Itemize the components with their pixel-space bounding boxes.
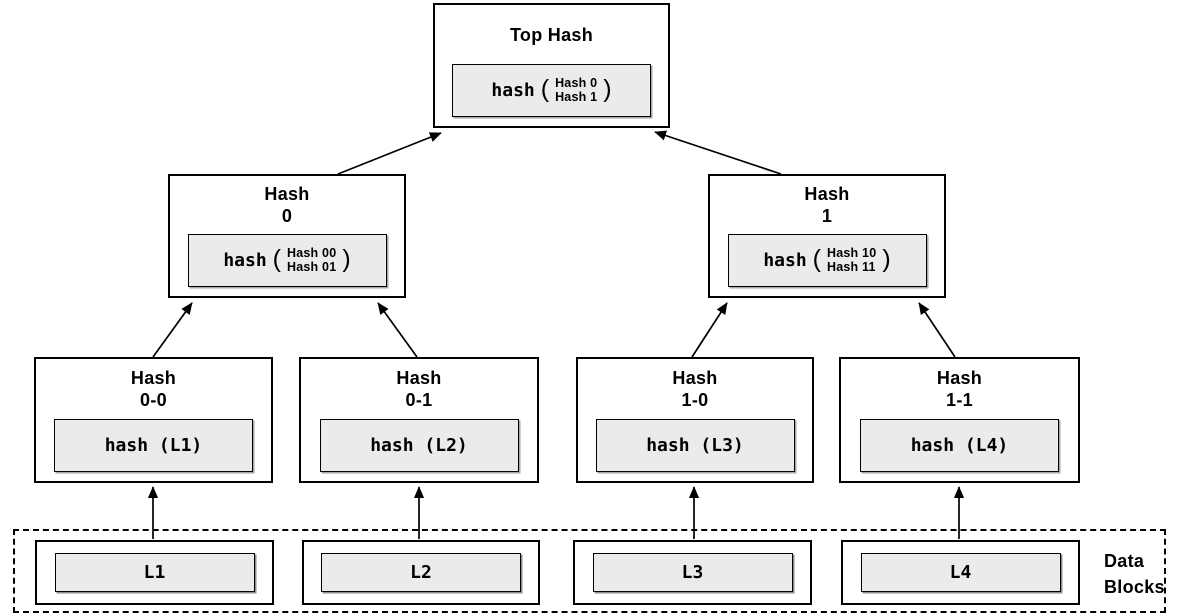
node-title-text: Hash xyxy=(396,368,442,388)
node-title-text: Hash xyxy=(264,184,310,204)
node-hash-1-function-box: hash ( Hash 10 Hash 11 ) xyxy=(727,234,927,287)
node-title-text: Hash xyxy=(936,368,983,388)
node-hash-1-0-title: Hash 1-0 xyxy=(672,359,717,419)
node-subtitle-text: 0 xyxy=(281,206,293,226)
hash-arg: Hash 0 xyxy=(555,76,598,90)
data-block-l4-inner: L4 xyxy=(860,553,1061,592)
node-hash-1-title: Hash 1 xyxy=(804,176,849,234)
hash-args: Hash 10 Hash 11 xyxy=(827,246,877,274)
node-hash-1-0: Hash 1-0 hash (L3) xyxy=(576,357,814,483)
node-hash-1-1: Hash 1-1 hash (L4) xyxy=(839,357,1080,483)
data-block-l3-inner: L3 xyxy=(592,553,793,592)
data-blocks-label: Data Blocks xyxy=(1104,548,1165,600)
hash-fn-label: hash xyxy=(491,80,535,101)
hash-arg: Hash 1 xyxy=(555,89,598,104)
node-hash-1-1-title: Hash 1-1 xyxy=(937,359,982,419)
data-blocks-label-line1: Data xyxy=(1104,551,1145,571)
data-block-l3: L3 xyxy=(573,540,812,605)
data-blocks-container xyxy=(13,529,1166,613)
hash-args: Hash 0 Hash 1 xyxy=(555,76,598,104)
hash-arg: Hash 11 xyxy=(827,259,876,274)
paren-open: ( xyxy=(272,245,281,273)
node-subtitle-text: 1 xyxy=(821,206,833,226)
data-block-label: L1 xyxy=(143,562,166,583)
arrow-hash0-to-top xyxy=(337,132,442,175)
node-top-hash: Top Hash hash ( Hash 0 Hash 1 ) xyxy=(433,3,670,128)
node-hash-0-1-function-box: hash (L2) xyxy=(319,419,519,472)
arrow-hash1-to-top xyxy=(654,130,782,175)
node-hash-0-0: Hash 0-0 hash (L1) xyxy=(34,357,273,483)
node-hash-1-0-function-box: hash (L3) xyxy=(595,419,795,472)
data-blocks-label-line2: Blocks xyxy=(1104,577,1165,597)
node-hash-0-function-box: hash ( Hash 00 Hash 01 ) xyxy=(187,234,387,287)
hash-arg: Hash 00 xyxy=(287,246,337,260)
node-hash-1: Hash 1 hash ( Hash 10 Hash 11 ) xyxy=(708,174,946,298)
node-subtitle-text: 0-1 xyxy=(405,390,433,410)
node-title-text: Top Hash xyxy=(509,24,594,45)
hash-arg: Hash 01 xyxy=(287,259,337,274)
arrow-hash01-to-hash0 xyxy=(377,302,418,358)
node-top-hash-title: Top Hash xyxy=(510,5,593,64)
data-block-l1-inner: L1 xyxy=(54,553,255,592)
hash-arg: Hash 10 xyxy=(827,246,877,260)
paren-open: ( xyxy=(540,75,550,103)
data-block-l2: L2 xyxy=(302,540,540,605)
data-block-label: L2 xyxy=(410,562,432,583)
paren-close: ) xyxy=(882,245,891,273)
node-hash-0-0-title: Hash 0-0 xyxy=(131,359,176,419)
data-block-label: L4 xyxy=(949,562,972,583)
paren-open: ( xyxy=(812,245,821,273)
node-hash-1-1-function-box: hash (L4) xyxy=(860,419,1059,472)
hash-args: Hash 00 Hash 01 xyxy=(287,246,337,274)
data-block-l4: L4 xyxy=(841,540,1080,605)
hash-leaf-content: hash (L2) xyxy=(370,435,468,456)
data-block-l1: L1 xyxy=(35,540,274,605)
hash-leaf-content: hash (L4) xyxy=(910,435,1009,456)
node-hash-0: Hash 0 hash ( Hash 00 Hash 01 ) xyxy=(168,174,406,298)
data-block-label: L3 xyxy=(681,562,704,583)
node-top-hash-function-box: hash ( Hash 0 Hash 1 ) xyxy=(452,64,651,117)
arrow-hash00-to-hash0 xyxy=(152,302,193,358)
node-title-text: Hash xyxy=(130,368,177,388)
node-subtitle-text: 1-0 xyxy=(681,390,709,410)
node-title-text: Hash xyxy=(804,184,850,204)
node-hash-0-title: Hash 0 xyxy=(264,176,309,234)
arrow-hash10-to-hash1 xyxy=(691,302,728,358)
paren-close: ) xyxy=(342,245,351,273)
node-subtitle-text: 1-1 xyxy=(946,390,973,410)
hash-fn-label: hash xyxy=(223,250,267,271)
data-block-l2-inner: L2 xyxy=(321,553,521,592)
node-hash-0-1-title: Hash 0-1 xyxy=(396,359,441,419)
node-subtitle-text: 0-0 xyxy=(140,390,167,410)
arrow-hash11-to-hash1 xyxy=(918,302,956,358)
node-hash-0-1: Hash 0-1 hash (L2) xyxy=(299,357,539,483)
node-hash-0-0-function-box: hash (L1) xyxy=(54,419,253,472)
hash-leaf-content: hash (L3) xyxy=(646,435,744,456)
node-title-text: Hash xyxy=(672,368,718,388)
paren-close: ) xyxy=(603,75,612,103)
hash-leaf-content: hash (L1) xyxy=(104,435,203,456)
hash-fn-label: hash xyxy=(763,250,807,271)
